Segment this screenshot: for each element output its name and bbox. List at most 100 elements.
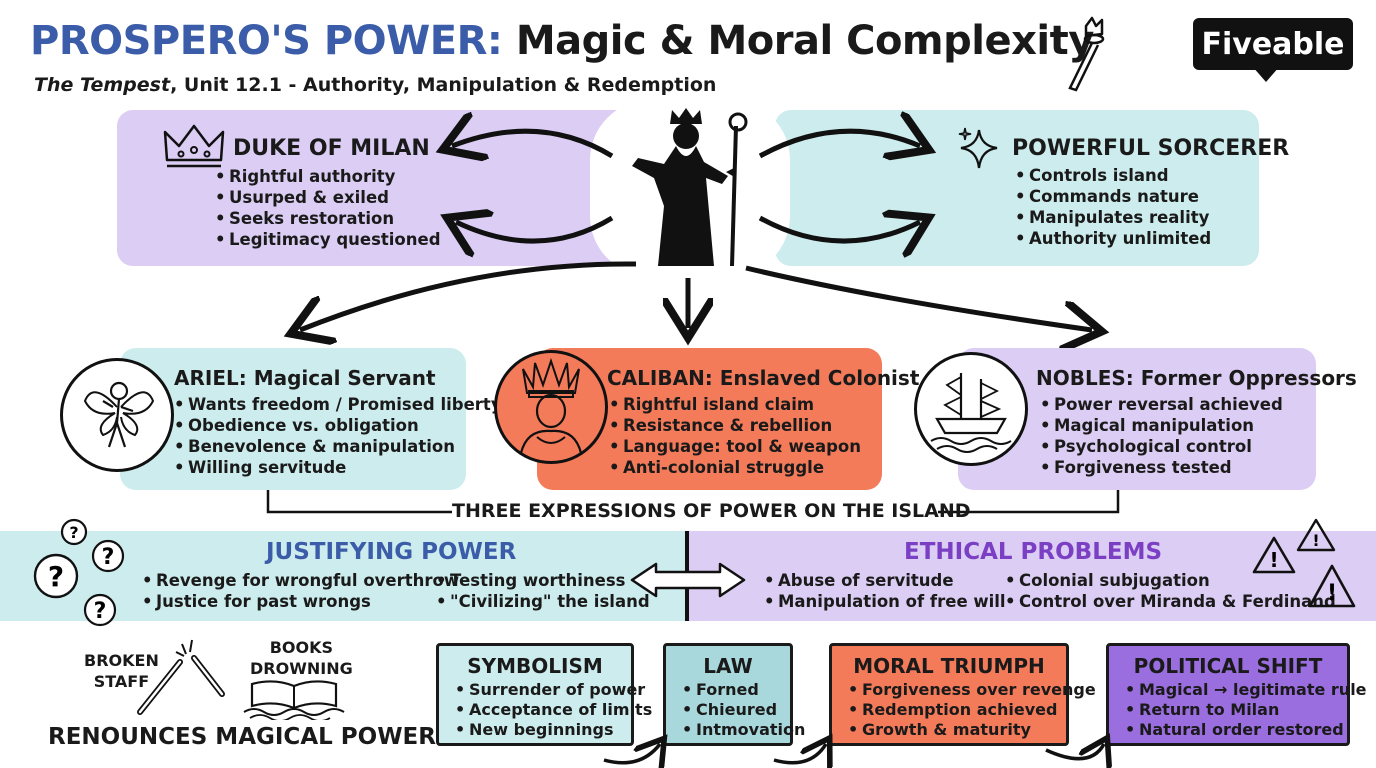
list-item: Forned [680,680,790,700]
flow-arrows [266,0,1120,514]
subtitle-work: The Tempest [34,74,171,96]
list-item: Anti-colonial struggle [607,457,861,478]
subtitle-rest: , Unit 12.1 - Authority, Manipulation & … [170,74,717,96]
nobles-title: NOBLES: Former Oppressors [1036,366,1357,390]
question-marks-icon: ? ? ? ? [33,518,125,627]
list-item: Legitimacy questioned [213,229,441,250]
list-item: Return to Milan [1123,700,1347,720]
list-item: Benevolence & manipulation [172,436,502,457]
renounce-caption: RENOUNCES MAGICAL POWER [48,724,436,750]
list-item: Forgiveness over revenge [846,680,1096,700]
outcome-box-political-shift: POLITICAL SHIFT Magical → legitimate rul… [1106,643,1367,746]
nobles-emblem [914,352,1028,466]
ariel-list: Wants freedom / Promised liberty Obedien… [172,394,502,478]
page-subtitle: The Tempest, Unit 12.1 - Authority, Mani… [34,74,716,96]
svg-text:!: ! [1327,581,1337,606]
list-item: Willing servitude [172,457,502,478]
ethical-col2: Colonial subjugation Control over Mirand… [1003,570,1336,612]
list-item: Surrender of power [453,680,645,700]
svg-text:?: ? [94,599,107,624]
caliban-emblem [494,350,608,464]
outcome-title: SYMBOLISM [467,654,603,678]
list-item: Testing worthiness [434,570,650,591]
outcome-title: POLITICAL SHIFT [1133,654,1323,678]
crown-icon [163,124,225,168]
list-item: Acceptance of limits [453,700,652,720]
list-item: Controls island [1013,165,1211,186]
fairy-icon [83,381,155,448]
list-item: Obedience vs. obligation [172,415,502,436]
outcome-box-symbolism: SYMBOLISM Surrender of power Acceptance … [436,643,652,746]
list-item: Chieured [680,700,790,720]
outcome-list: Magical → legitimate rule Return to Mila… [1123,680,1367,740]
ethical-title: ETHICAL PROBLEMS [904,539,1163,565]
list-item: Authority unlimited [1013,228,1211,249]
justifying-col2: Testing worthiness "Civilizing" the isla… [434,570,650,612]
list-item: Usurped & exiled [213,187,441,208]
broken-staff-line2: STAFF [93,672,150,691]
logo-tail [1252,66,1280,82]
broken-staff-label: BROKEN STAFF [84,650,159,692]
list-item: Rightful island claim [607,394,861,415]
list-item: Natural order restored [1123,720,1347,740]
sorcerer-list: Controls island Commands nature Manipula… [1013,165,1211,249]
title-main: Magic & Moral Complexity [515,18,1094,64]
broken-staff-icon [137,639,225,715]
list-item: Power reversal achieved [1038,394,1283,415]
list-item: Redemption achieved [846,700,1066,720]
ethical-col1: Abuse of servitude Manipulation of free … [762,570,1006,612]
outcome-title: MORAL TRIUMPH [853,654,1045,678]
list-item: Colonial subjugation [1003,570,1336,591]
list-item: Forgiveness tested [1038,457,1283,478]
svg-text:!: ! [1269,548,1278,572]
list-item: Manipulates reality [1013,207,1211,228]
outcome-list: Forgiveness over revenge Redemption achi… [846,680,1096,740]
duke-list: Rightful authority Usurped & exiled Seek… [213,166,441,250]
outcome-box-moral-triumph: MORAL TRIUMPH Forgiveness over revenge R… [829,643,1096,746]
page-title: PROSPERO'S POWER: Magic & Moral Complexi… [30,18,1094,64]
list-item: New beginnings [453,720,631,740]
list-item: Revenge for wrongful overthrow [140,570,459,591]
outcome-box-law: LAW Forned Chieured Intmovation [663,643,805,746]
title-accent: PROSPERO'S POWER: [30,18,503,64]
list-item: Manipulation of free will [762,591,1006,612]
double-arrow-icon [630,562,746,598]
fiveable-logo[interactable]: Fiveable [1193,18,1353,70]
list-item: Magical → legitimate rule [1123,680,1367,700]
svg-text:!: ! [1312,531,1319,550]
svg-text:?: ? [69,523,78,542]
scepter-icon [1068,16,1105,92]
warning-icon: ! ! ! [1252,518,1356,608]
books-line1: BOOKS [269,638,334,657]
duke-title: DUKE OF MILAN [233,136,430,161]
nobles-card: NOBLES: Former Oppressors Power reversal… [958,348,1357,490]
ariel-emblem [60,358,174,472]
ariel-card: ARIEL: Magical Servant Wants freedom / P… [120,348,502,490]
list-item: Language: tool & weapon [607,436,861,457]
prospero-figure-icon [632,108,748,267]
svg-text:?: ? [102,545,115,570]
list-item: Wants freedom / Promised liberty [172,394,502,415]
expressions-caption: THREE EXPRESSIONS OF POWER ON THE ISLAND [452,500,971,522]
feather-headdress-icon [519,357,583,454]
ariel-title: ARIEL: Magical Servant [174,366,436,390]
list-item: Seeks restoration [213,208,441,229]
outcome-list: Forned Chieured Intmovation [680,680,805,740]
ship-icon [930,373,1012,453]
open-book-icon [243,680,345,720]
list-item: Justice for past wrongs [140,591,459,612]
caliban-list: Rightful island claim Resistance & rebel… [607,394,861,478]
sorcerer-title: POWERFUL SORCERER [1012,136,1290,161]
justifying-col1: Revenge for wrongful overthrow Justice f… [140,570,459,612]
list-item: Commands nature [1013,186,1211,207]
caliban-title: CALIBAN: Enslaved Colonist [607,366,920,390]
list-item: Psychological control [1038,436,1283,457]
list-item: Intmovation [680,720,805,740]
books-line2: DROWNING [250,659,353,678]
books-label: BOOKS DROWNING [250,637,353,679]
list-item: Growth & maturity [846,720,1066,740]
outcome-title: LAW [703,654,753,678]
svg-text:?: ? [48,560,64,593]
justifying-title: JUSTIFYING POWER [266,539,517,565]
list-item: Magical manipulation [1038,415,1283,436]
